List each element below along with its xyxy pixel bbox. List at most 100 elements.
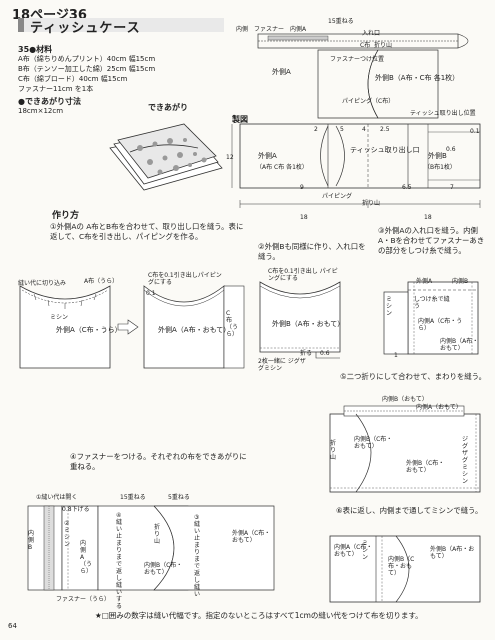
step-4-diagram bbox=[27, 505, 275, 591]
step-3-naisoku-b: 内側B（A布・おもて） bbox=[440, 338, 479, 352]
finished-case-illustration bbox=[109, 123, 223, 191]
step-3-gaisoku-a: 外側A bbox=[416, 278, 433, 285]
seizu-c-ori: C布 bbox=[360, 42, 371, 49]
seizu-gaisoku-a: 外側A bbox=[258, 152, 277, 160]
step-5-gaisoku-b: 外側B（C布・おもて） bbox=[406, 460, 445, 474]
materials-line-4: ファスナー11cm を1本 bbox=[18, 85, 94, 93]
seizu-gaisoku-a-top: 外側A bbox=[272, 68, 291, 76]
step-2-text: ②外側Bも同様に作り、入れ口を縫う。 bbox=[258, 242, 366, 261]
step-3-b-label: 内側B bbox=[452, 278, 469, 285]
step-4-val08: 0.8下げる bbox=[62, 506, 90, 513]
step-4-ori: 折り山 bbox=[154, 524, 161, 545]
title-bar bbox=[18, 18, 224, 32]
step-5-naisoku-b-omote: 内側B（おもて） bbox=[382, 396, 428, 403]
step-4-text: ④ファスナーをつける。それぞれの布をできあがりに重ねる。 bbox=[70, 452, 247, 471]
dim-4: 4 bbox=[362, 126, 366, 133]
dekiagari-label: できあがり bbox=[148, 103, 188, 112]
materials-line-3: C布（綿ブロード）40cm 幅15cm bbox=[18, 75, 128, 83]
step-6-naisoku-a-c: 内側A（C布・おもて） bbox=[334, 544, 373, 558]
step-1-nuishiro: 縫い代に切り込み bbox=[18, 280, 67, 287]
step-2-gaisoku-b: 外側B（A布・おもて） bbox=[272, 320, 345, 328]
step-1-a-ura: A布（うら） bbox=[84, 278, 119, 285]
step-4-naisoku-b-c: 内側B（C布・おもて） bbox=[144, 562, 183, 576]
dim-18-right: 18 bbox=[424, 214, 432, 221]
dim-12: 12 bbox=[226, 154, 234, 161]
step-5-zigzag: ジグザグミシン bbox=[462, 436, 469, 485]
dim-9: 9 bbox=[300, 184, 304, 191]
step-6-naisoku-b-c: 内側B（C布・おもて） bbox=[388, 556, 415, 577]
step-5-naisoku-a-omote: 内側A（おもて） bbox=[416, 404, 462, 411]
dim-0-1a: 0.1 bbox=[470, 128, 480, 135]
step-4-mishin3: ③縫い止まりまで返し縫い bbox=[194, 514, 201, 598]
step-4-mishin4: ④縫い止まりまで返し縫いする bbox=[116, 512, 123, 610]
seizu-ori: 折り山 bbox=[362, 200, 381, 207]
seizu-tissue-tori: ティッシュ取り出し口 bbox=[350, 146, 420, 154]
footer-note: ★□囲みの数字は縫い代幅です。指定のないところはすべて1cmの縫い代をつけて布を… bbox=[95, 611, 423, 620]
step-6-diagram bbox=[329, 535, 481, 603]
step-1-val: 0.1 bbox=[146, 290, 156, 297]
step-3-text: ③外側Aの入れ口を縫う。内側A・Bを合わせてファスナーあきの部分をしつけ糸で縫う… bbox=[378, 226, 485, 255]
step-4-mishin2: ②ミシン bbox=[64, 520, 71, 548]
step-5-ori: 折り山 bbox=[330, 440, 337, 461]
step-4-naisoku-a: 内側A（うら） bbox=[80, 540, 93, 575]
seizu-gaisoku-b-sub: （B布1枚） bbox=[424, 164, 456, 171]
dim-2-5: 2.5 bbox=[380, 126, 390, 133]
step-2-val: 0.6 bbox=[320, 350, 330, 357]
step-5-text: ⑤二つ折りにして合わせて、まわりを縫う。 bbox=[340, 372, 487, 381]
step-1-text: ①外側Aの A布とB布を合わせて、取り出し口を縫う。表に返して、C布を引き出し、… bbox=[50, 222, 244, 241]
tsukurikata-heading: 作り方 bbox=[52, 211, 80, 221]
materials-line-1: A布（綿ちりめんプリント）40cm 幅15cm bbox=[18, 55, 156, 63]
seizu-piping: パイピング bbox=[322, 193, 353, 200]
step-1-mishin: ミシン bbox=[50, 314, 69, 321]
step-3-val: 1 bbox=[394, 352, 398, 359]
seizu-ireguchi: 入れ口 bbox=[362, 30, 381, 37]
step-1-gaisoku-a-a: 外側A（A布・おもて） bbox=[158, 326, 231, 334]
step-3-mishin: ミシン bbox=[386, 296, 393, 317]
seizu-gaisoku-b-top: 外側B（A布・C布 各1枚） bbox=[375, 74, 460, 82]
step-1-diagram bbox=[19, 285, 245, 369]
dim-5: 5 bbox=[340, 126, 344, 133]
seizu-b-ori: 折り山 bbox=[374, 42, 393, 49]
step-3-naisoku-a: 内側A（C布・うら） bbox=[418, 318, 463, 332]
step-6-gaisoku-b: 外側B（A布・おもて） bbox=[430, 546, 475, 560]
page-title: ティッシュケース bbox=[30, 21, 141, 36]
dim-0-6a: 0.6 bbox=[446, 146, 456, 153]
materials-line-2: B布（テンソー加工した綿）25cm 幅15cm bbox=[18, 65, 156, 73]
seizu-naisoku: 内側 bbox=[236, 26, 249, 33]
step-4-kakomi-3: 5重ねる bbox=[168, 494, 190, 501]
pattern-draft bbox=[231, 33, 481, 208]
step-3-shitsuke: しつけ糸で縫う bbox=[414, 296, 450, 310]
step-2-diagram bbox=[259, 281, 341, 359]
seizu-tissue-tori-ichi: ティッシュ取り出し位置 bbox=[410, 110, 476, 117]
dim-7: 7 bbox=[450, 184, 454, 191]
step-5-naisoku-b-c: 内側B（C布・おもて） bbox=[354, 436, 393, 450]
step-1-gaisoku-a-c: 外側A（C布・うら） bbox=[56, 326, 122, 334]
step-4-gaisoku-a-c: 外側A（C布・おもて） bbox=[232, 530, 271, 544]
seizu-fastener-tsuke: ファスナーつけ位置 bbox=[330, 56, 385, 63]
seizu-jugo: 15重ねる bbox=[328, 18, 354, 25]
page-number: 64 bbox=[8, 622, 17, 630]
step-2-ni-mai: 2枚一緒に ジグザグミシン bbox=[258, 358, 306, 372]
step-2-fold: 折る bbox=[300, 350, 313, 357]
dim-6-5: 6.5 bbox=[402, 184, 412, 191]
materials-heading: 35●材料 bbox=[18, 45, 53, 54]
seizu-heading: 製図 bbox=[232, 115, 248, 124]
seizu-gaisoku-b: 外側B bbox=[428, 152, 447, 160]
step-4-kakomi-1: ①縫い代は開く bbox=[36, 494, 78, 501]
size-heading: ●できあがり寸法 bbox=[18, 97, 81, 106]
dim-2: 2 bbox=[314, 126, 318, 133]
step-2-c-hikidasu: C布を0.1引き出し パイピングにする bbox=[268, 268, 338, 282]
step-1-c-hikidasu: C布を0.1引き出しパイピングにする bbox=[148, 272, 222, 286]
seizu-fastener: ファスナー bbox=[254, 26, 285, 33]
step-6-text: ⑥表に返し、内側まで通してミシンで縫う。 bbox=[336, 506, 483, 515]
step-6-mishin: ミシン bbox=[362, 540, 369, 561]
seizu-piping-c: パイピング（C布） bbox=[342, 98, 395, 105]
seizu-naisoku-a: 内側A bbox=[290, 26, 307, 33]
dim-18-left: 18 bbox=[300, 214, 308, 221]
size-value: 18cm×12cm bbox=[18, 107, 64, 115]
step-4-naisoku-b: 内側B bbox=[28, 530, 35, 551]
step-3-diagram bbox=[383, 281, 479, 355]
step-1-c-ura: C布（うら） bbox=[226, 310, 239, 338]
step-5-diagram bbox=[329, 405, 481, 493]
seizu-gaisoku-a-sub: （A布 C布 各1枚） bbox=[256, 164, 308, 171]
